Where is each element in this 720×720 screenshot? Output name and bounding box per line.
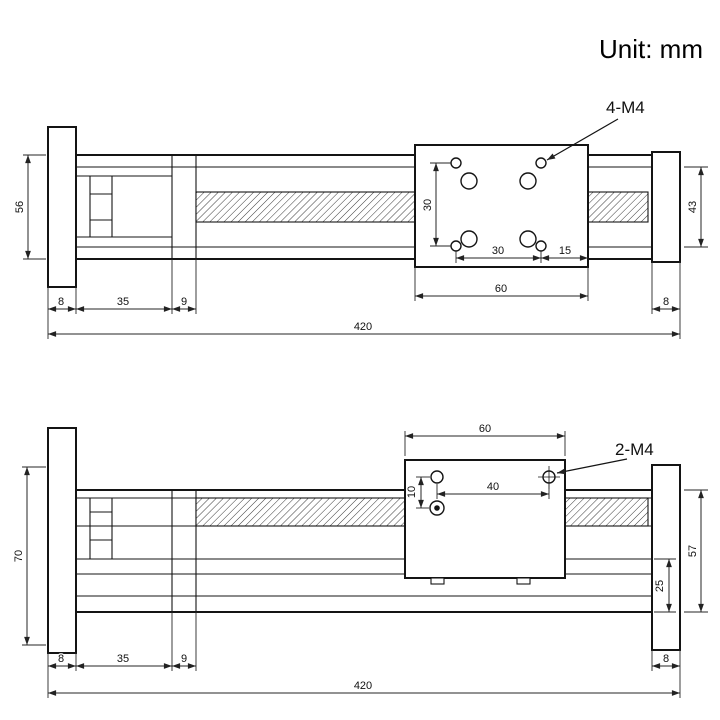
dimension-value: 60 [495,283,507,295]
m4-hole [450,240,462,252]
counterbore-hole [519,172,537,190]
dimension-value: 8 [58,653,64,665]
dim-right-height: 43 [684,166,708,248]
unit-label: Unit: mm [599,34,703,64]
lead-screw-hatch-right [564,497,649,527]
counterbore-hole [460,230,478,248]
counterbore-hole [519,230,537,248]
lead-screw-hatch-right [587,191,649,223]
dim-hole-spacing-vertical: 30 [421,162,451,247]
carriage-foot [430,577,445,585]
dim-body-height: 56 [13,154,46,260]
dimension-value: 9 [181,296,187,308]
dimension-value: 25 [654,580,666,592]
dim-plate-length: 60 [414,267,589,301]
dimension-value: 35 [117,653,129,665]
dim-bottom-segments: 8 35 9 8 [47,612,681,698]
dim-bottom-segments: 8 35 9 8 [47,259,681,339]
lead-screw-hatch-left [195,497,406,527]
dimension-value: 9 [181,653,187,665]
dimension-value: 30 [492,245,504,257]
dimension-value: 43 [687,201,699,213]
dim-overall-length: 420 [48,679,680,696]
front-view: 70 60 40 10 57 [12,422,708,698]
dim-hole-spacing-horizontal: 30 [455,244,542,263]
callout-label: 4-M4 [606,98,645,117]
right-end-plate [651,151,681,263]
dimension-value: 8 [58,296,64,308]
callout-2m4: 2-M4 [556,440,654,475]
dimension-value: 420 [354,321,372,333]
dimension-value: 56 [14,201,26,213]
m4-hole [450,157,462,169]
dim-edge-offset: 15 [541,244,588,261]
dimension-value: 35 [117,296,129,308]
m4-hole [535,240,547,252]
dimension-value: 15 [559,245,571,257]
dimension-value: 57 [687,545,699,557]
dimension-value: 30 [422,199,434,211]
dimension-value: 70 [13,550,25,562]
callout-label: 2-M4 [615,440,654,459]
lead-screw-hatch-left [195,191,416,223]
dim-base-height: 25 [653,558,676,613]
dim-hole-spacing: 40 [436,480,550,499]
counterbore-hole [460,172,478,190]
dimension-value: 8 [663,296,669,308]
dimension-value: 10 [406,486,418,498]
right-end-plate [651,464,681,651]
dimension-value: 60 [479,423,491,435]
dim-overall-length: 420 [48,320,680,337]
m4-hole [535,157,547,169]
left-end-plate [47,126,77,288]
carriage-foot [516,577,531,585]
dim-hole-offset: 10 [405,476,430,509]
m4-hole [430,470,444,484]
set-screw-center [434,505,440,511]
carriage-plate [414,144,589,268]
dimension-value: 8 [663,653,669,665]
dimension-value: 420 [354,680,372,692]
dim-left-height: 70 [12,466,46,646]
carriage-block [404,459,566,579]
callout-4m4: 4-M4 [546,98,645,161]
leader-line [546,118,619,161]
dim-carriage-length: 60 [404,422,566,456]
left-end-plate [47,427,77,654]
dim-right-height: 57 [684,489,708,613]
top-view: 56 43 30 30 15 60 [13,98,708,339]
leader-line [556,458,628,475]
dimension-value: 40 [487,481,499,493]
